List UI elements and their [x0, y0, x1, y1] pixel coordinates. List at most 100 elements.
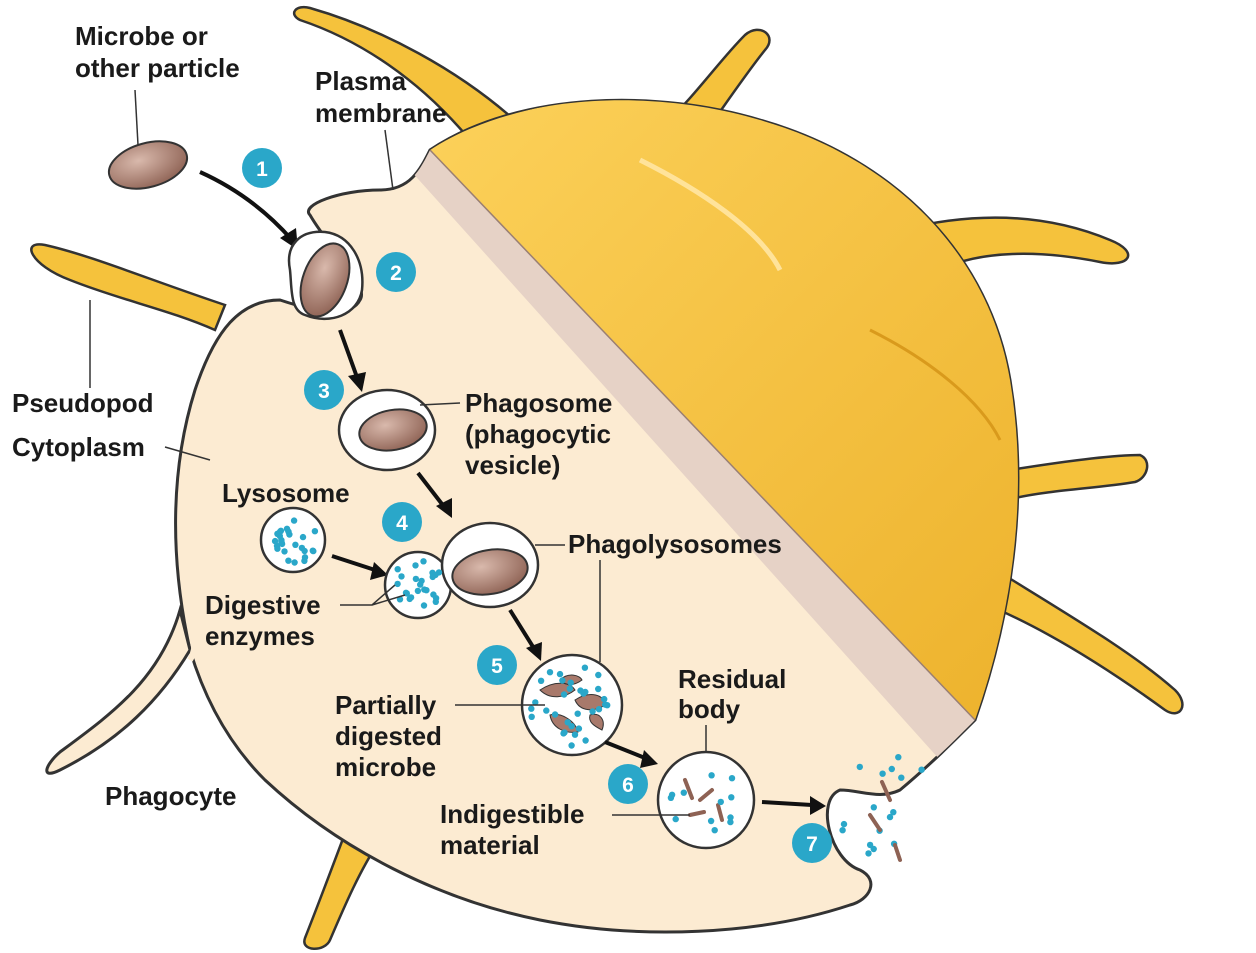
label-digestive-enzymes-2: enzymes — [205, 621, 315, 651]
label-phagosome-3: vesicle) — [465, 450, 560, 480]
step-number: 7 — [806, 833, 818, 856]
enzyme-dot — [576, 725, 582, 731]
enzyme-dot — [567, 686, 573, 692]
label-residual-body-2: body — [678, 694, 741, 724]
enzyme-dot — [857, 764, 863, 770]
enzyme-dot — [432, 572, 438, 578]
enzyme-dot — [547, 669, 553, 675]
enzyme-dot — [918, 767, 924, 773]
enzyme-dot — [727, 814, 733, 820]
enzyme-dot — [575, 711, 581, 717]
enzyme-dot — [604, 702, 610, 708]
enzyme-dot — [310, 548, 316, 554]
enzyme-dot — [865, 850, 871, 856]
enzyme-dot — [582, 689, 588, 695]
enzyme-dot — [300, 534, 306, 540]
label-pseudopod: Pseudopod — [12, 388, 154, 418]
plasma-membrane-leader — [385, 130, 393, 190]
enzyme-dot — [572, 732, 578, 738]
enzyme-dot — [867, 842, 873, 848]
enzyme-dot — [668, 795, 674, 801]
step-badge-4: 4 — [382, 502, 422, 542]
step-number: 1 — [256, 158, 268, 181]
enzyme-dot — [291, 559, 297, 565]
label-partially-digested-1: Partially — [335, 690, 437, 720]
enzyme-dot — [712, 827, 718, 833]
step-number: 2 — [390, 262, 402, 285]
step-badge-1: 1 — [242, 148, 282, 188]
enzyme-dot — [839, 827, 845, 833]
enzyme-dot — [412, 562, 418, 568]
enzyme-dot — [561, 691, 567, 697]
enzyme-dot — [312, 528, 318, 534]
enzyme-dot — [681, 790, 687, 796]
enzyme-dot — [538, 678, 544, 684]
step-badge-5: 5 — [477, 645, 517, 685]
step-badge-2: 2 — [376, 252, 416, 292]
label-phagosome-1: Phagosome — [465, 388, 612, 418]
enzyme-dot — [421, 602, 427, 608]
pseudopod-left — [31, 244, 225, 330]
pseudopod-right-mid — [1010, 455, 1147, 498]
enzyme-dot — [582, 665, 588, 671]
step-badge-6: 6 — [608, 764, 648, 804]
arrow-1 — [200, 172, 292, 240]
label-phagolysosomes: Phagolysosomes — [568, 529, 782, 559]
label-cytoplasm: Cytoplasm — [12, 432, 145, 462]
enzyme-dot — [284, 526, 290, 532]
enzyme-dot — [708, 818, 714, 824]
step-number: 5 — [491, 655, 503, 678]
enzyme-dot — [301, 548, 307, 554]
step-number: 4 — [396, 512, 408, 535]
enzyme-dot — [879, 771, 885, 777]
enzyme-dot — [565, 719, 571, 725]
enzyme-dot — [398, 573, 404, 579]
enzyme-dot — [595, 672, 601, 678]
enzyme-dot — [557, 671, 563, 677]
enzyme-dot — [281, 548, 287, 554]
enzyme-dot — [274, 546, 280, 552]
enzyme-dot — [285, 558, 291, 564]
label-phagocyte: Phagocyte — [105, 781, 237, 811]
step-number: 3 — [318, 380, 330, 403]
enzyme-dot — [421, 586, 427, 592]
label-partially-digested-2: digested — [335, 721, 442, 751]
enzyme-dot — [841, 821, 847, 827]
label-residual-body-1: Residual — [678, 664, 786, 694]
enzyme-dot — [291, 517, 297, 523]
enzyme-dot — [871, 804, 877, 810]
step-badge-7: 7 — [792, 823, 832, 863]
label-partially-digested-3: microbe — [335, 752, 436, 782]
step-badge-3: 3 — [304, 370, 344, 410]
enzyme-dot — [395, 566, 401, 572]
label-plasma-membrane-1: Plasma — [315, 66, 407, 96]
label-microbe-1: Microbe or — [75, 21, 208, 51]
enzyme-dot — [718, 799, 724, 805]
label-phagosome-2: (phagocytic — [465, 419, 611, 449]
microbe-free — [104, 133, 193, 196]
label-microbe-2: other particle — [75, 53, 240, 83]
label-lysosome: Lysosome — [222, 478, 350, 508]
enzyme-dot — [407, 596, 413, 602]
enzyme-dot — [568, 742, 574, 748]
enzyme-dot — [895, 754, 901, 760]
left-lobe — [47, 610, 190, 773]
label-indigestible-1: Indigestible — [440, 799, 584, 829]
enzyme-dot — [528, 706, 534, 712]
enzyme-dot — [543, 707, 549, 713]
enzyme-dot — [898, 775, 904, 781]
enzyme-dot — [561, 729, 567, 735]
enzyme-dot — [729, 775, 735, 781]
enzyme-dot — [601, 696, 607, 702]
enzyme-dot — [728, 794, 734, 800]
enzyme-dot — [529, 714, 535, 720]
enzyme-dot — [595, 686, 601, 692]
enzyme-dot — [673, 816, 679, 822]
enzyme-dot — [278, 539, 284, 545]
enzyme-dot — [889, 766, 895, 772]
label-plasma-membrane-2: membrane — [315, 98, 447, 128]
enzyme-dot — [418, 578, 424, 584]
enzyme-dot — [552, 711, 558, 717]
